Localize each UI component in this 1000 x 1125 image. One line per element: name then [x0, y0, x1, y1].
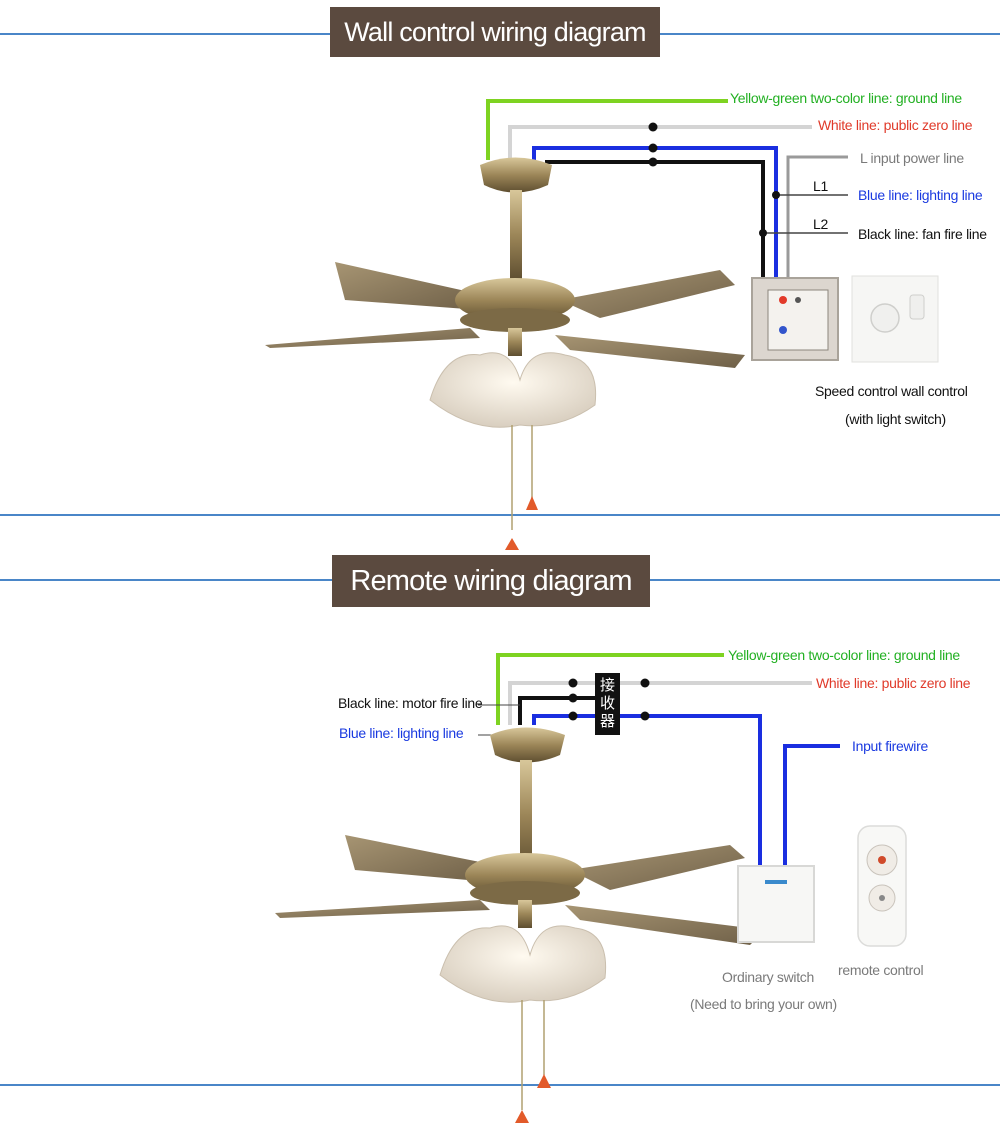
wall-neutral-wire — [508, 125, 812, 160]
wall-lighting-label: Blue line: lighting line — [858, 187, 983, 203]
downrod — [510, 190, 522, 280]
glass-shades — [429, 352, 597, 428]
fan-blade — [565, 905, 765, 945]
remote-ground-wire — [496, 653, 724, 725]
junction-dot — [772, 191, 780, 199]
receiver-label: 接收器 — [599, 676, 615, 730]
wall-l1-label: L1 — [813, 178, 828, 194]
wall-power-wire — [786, 155, 848, 300]
wall-power-label: L input power line — [860, 150, 964, 166]
ordinary-switch — [737, 865, 815, 943]
wall-section-title: Wall control wiring diagram — [330, 7, 660, 57]
fan-blade — [560, 270, 735, 318]
fan-blade — [345, 835, 490, 882]
junction-dot — [568, 693, 578, 703]
wall-fan-wire — [545, 160, 765, 300]
fan-blade — [265, 328, 480, 348]
switch-caption-sub: (Need to bring your own) — [690, 996, 837, 1012]
fan-blade — [570, 845, 745, 890]
remote-caption: remote control — [838, 962, 924, 978]
wall-control-caption-sub: (with light switch) — [845, 411, 946, 427]
speed-knob — [870, 303, 900, 333]
pull-chain-fob — [515, 1110, 529, 1123]
switch-caption: Ordinary switch — [722, 969, 814, 985]
canopy — [490, 727, 565, 763]
remote-ground-label: Yellow-green two-color line: ground line — [728, 647, 960, 663]
remote-neutral-wire — [508, 681, 812, 725]
junction-dot — [648, 143, 658, 153]
wall-l2-label: L2 — [813, 216, 828, 232]
junction-dot — [640, 711, 650, 721]
pull-chain-fob — [537, 1074, 551, 1088]
remote-motor-label: Black line: motor fire line — [338, 695, 483, 711]
remote-lighting-label: Blue line: lighting line — [339, 725, 464, 741]
fan-blade — [335, 262, 480, 310]
wall-ground-wire — [486, 99, 724, 160]
remote-neutral-label: White line: public zero line — [816, 675, 971, 691]
pull-chain-fob — [505, 538, 519, 550]
junction-dot — [648, 122, 658, 132]
downrod — [520, 760, 532, 870]
junction-dot — [568, 678, 578, 688]
wall-neutral-label: White line: public zero line — [818, 117, 973, 133]
fan-blade — [555, 335, 745, 368]
fan-blade — [275, 900, 490, 918]
pull-chain-fob — [526, 496, 538, 510]
remote-input-label: Input firewire — [852, 738, 928, 754]
glass-shades — [439, 925, 607, 1003]
junction-dot — [640, 678, 650, 688]
canopy — [480, 157, 552, 193]
remote-input-wire — [783, 744, 840, 870]
wall-control-caption: Speed control wall control — [815, 383, 968, 399]
junction-dot — [568, 711, 578, 721]
wall-ground-label: Yellow-green two-color line: ground line — [730, 90, 962, 106]
junction-dot — [759, 229, 767, 237]
remote-section-title: Remote wiring diagram — [332, 555, 650, 607]
junction-dot — [648, 157, 658, 167]
receiver-box — [595, 673, 620, 735]
wall-fan-label: Black line: fan fire line — [858, 226, 987, 242]
